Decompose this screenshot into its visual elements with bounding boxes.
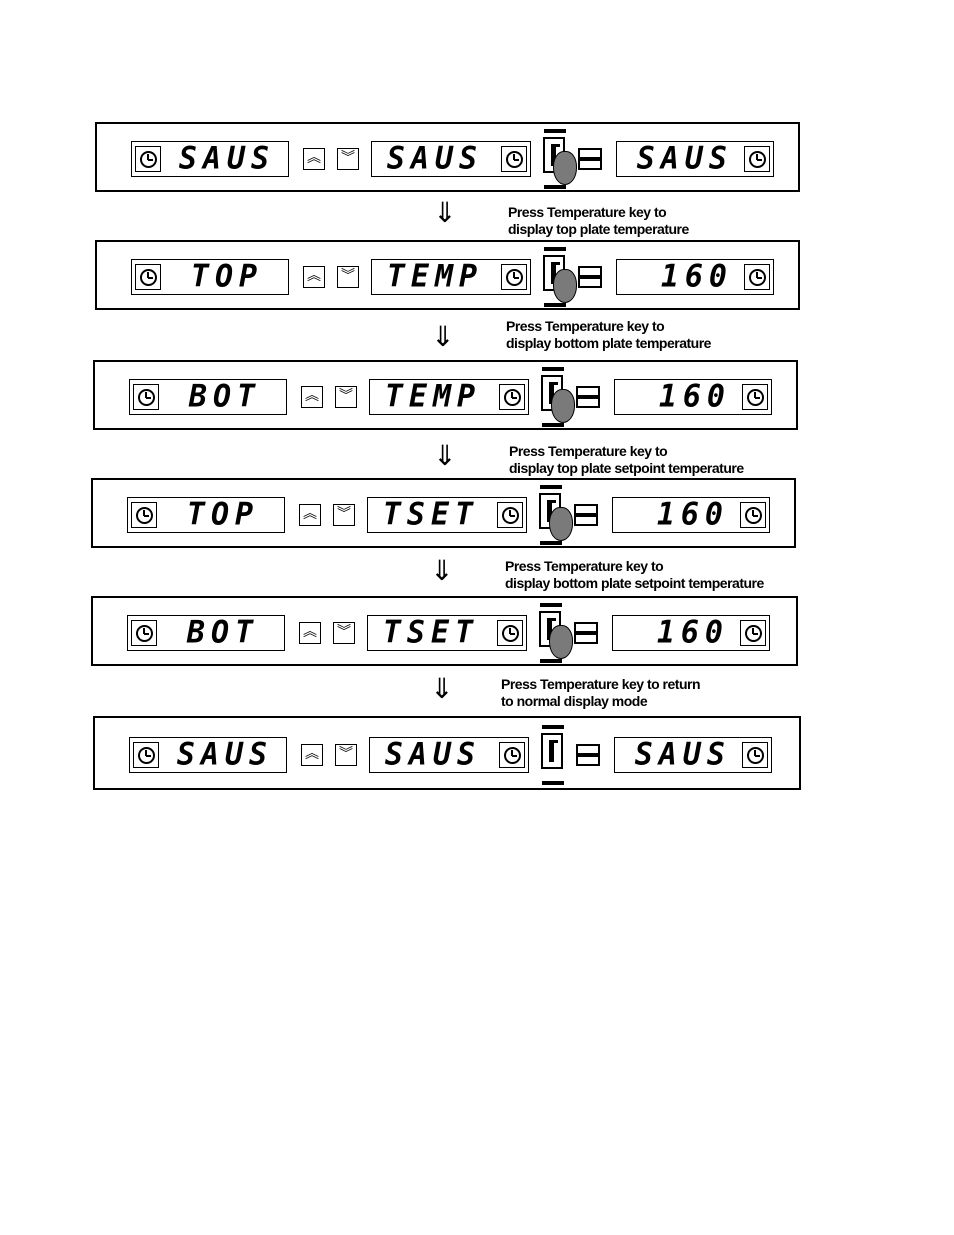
middle-display-text: SAUS [384,736,482,773]
right-display-text: SAUS [634,736,731,773]
clock-icon[interactable] [740,620,766,646]
chevron-down-icon[interactable]: ︾ [333,504,355,526]
middle-display: TEMP [369,378,529,415]
middle-display: TEMP [371,258,531,295]
temperature-key-icon[interactable] [541,725,565,785]
temperature-key-icon[interactable] [539,603,573,663]
clock-icon[interactable] [501,264,527,290]
down-arrow-icon: ⇓ [433,439,457,472]
chevron-down-icon[interactable]: ︾ [337,148,359,170]
pressing-finger-icon [551,389,575,423]
middle-display-text: SAUS [386,140,484,177]
clock-icon[interactable] [499,742,525,768]
control-panel-5: BOT ︽ ︾ TSET 160 [91,596,798,666]
minus-icon[interactable] [576,386,600,408]
down-arrow-icon: ⇓ [433,196,457,229]
chevron-down-icon[interactable]: ︾ [333,622,355,644]
left-display: BOT [129,378,287,415]
clock-icon[interactable] [742,742,768,768]
right-display: SAUS [614,736,772,773]
left-display-text: BOT [186,614,260,651]
pressing-finger-icon [553,151,577,185]
pressing-finger-icon [549,625,573,659]
minus-icon[interactable] [578,266,602,288]
chevron-up-icon[interactable]: ︽ [301,744,323,766]
right-display-text: 160 [656,496,729,533]
chevron-down-icon[interactable]: ︾ [337,266,359,288]
left-display-text: SAUS [178,140,276,177]
left-display: SAUS [129,736,287,773]
middle-display-text: TEMP [386,258,484,295]
clock-icon[interactable] [131,620,157,646]
clock-icon[interactable] [135,264,161,290]
chevron-up-icon[interactable]: ︽ [299,504,321,526]
right-display-text: 160 [660,258,733,295]
middle-display-text: TSET [382,496,480,533]
clock-icon[interactable] [135,146,161,172]
control-panel-2: TOP ︽ ︾ TEMP 160 [95,240,800,310]
chevron-up-icon[interactable]: ︽ [299,622,321,644]
right-display: 160 [614,378,772,415]
left-display: SAUS [131,140,289,177]
left-display-text: TOP [186,496,260,533]
minus-icon[interactable] [578,148,602,170]
right-display: 160 [616,258,774,295]
middle-display-text: TSET [382,614,480,651]
down-arrow-icon: ⇓ [430,672,454,705]
minus-icon[interactable] [574,622,598,644]
middle-display: SAUS [369,736,529,773]
left-display: BOT [127,614,285,651]
down-arrow-icon: ⇓ [430,554,454,587]
minus-icon[interactable] [574,504,598,526]
chevron-down-icon[interactable]: ︾ [335,744,357,766]
pressing-finger-icon [553,269,577,303]
right-display-text: SAUS [636,140,733,177]
left-display: TOP [131,258,289,295]
control-panel-1: SAUS ︽ ︾ SAUS SAUS [95,122,800,192]
temperature-key-icon[interactable] [543,129,577,189]
chevron-down-icon[interactable]: ︾ [335,386,357,408]
clock-icon[interactable] [499,384,525,410]
pressing-finger-icon [549,507,573,541]
right-display: 160 [612,614,770,651]
control-panel-6: SAUS ︽ ︾ SAUS SAUS [93,716,801,790]
right-display-text: 160 [656,614,729,651]
temperature-key-icon[interactable] [541,367,575,427]
minus-icon[interactable] [576,744,600,766]
middle-display: SAUS [371,140,531,177]
left-display-text: SAUS [176,736,274,773]
clock-icon[interactable] [133,384,159,410]
clock-icon[interactable] [744,146,770,172]
middle-display-text: TEMP [384,378,482,415]
clock-icon[interactable] [133,742,159,768]
chevron-up-icon[interactable]: ︽ [301,386,323,408]
clock-icon[interactable] [497,502,523,528]
clock-icon[interactable] [497,620,523,646]
left-display-text: TOP [190,258,264,295]
left-display: TOP [127,496,285,533]
chevron-up-icon[interactable]: ︽ [303,148,325,170]
control-panel-4: TOP ︽ ︾ TSET 160 [91,478,796,548]
control-panel-3: BOT ︽ ︾ TEMP 160 [93,360,798,430]
clock-icon[interactable] [740,502,766,528]
right-display: 160 [612,496,770,533]
down-arrow-icon: ⇓ [431,320,455,353]
clock-icon[interactable] [744,264,770,290]
clock-icon[interactable] [501,146,527,172]
temperature-key-icon[interactable] [539,485,573,545]
right-display: SAUS [616,140,774,177]
temperature-key-icon[interactable] [543,247,577,307]
middle-display: TSET [367,496,527,533]
chevron-up-icon[interactable]: ︽ [303,266,325,288]
middle-display: TSET [367,614,527,651]
clock-icon[interactable] [131,502,157,528]
right-display-text: 160 [658,378,731,415]
clock-icon[interactable] [742,384,768,410]
left-display-text: BOT [188,378,262,415]
